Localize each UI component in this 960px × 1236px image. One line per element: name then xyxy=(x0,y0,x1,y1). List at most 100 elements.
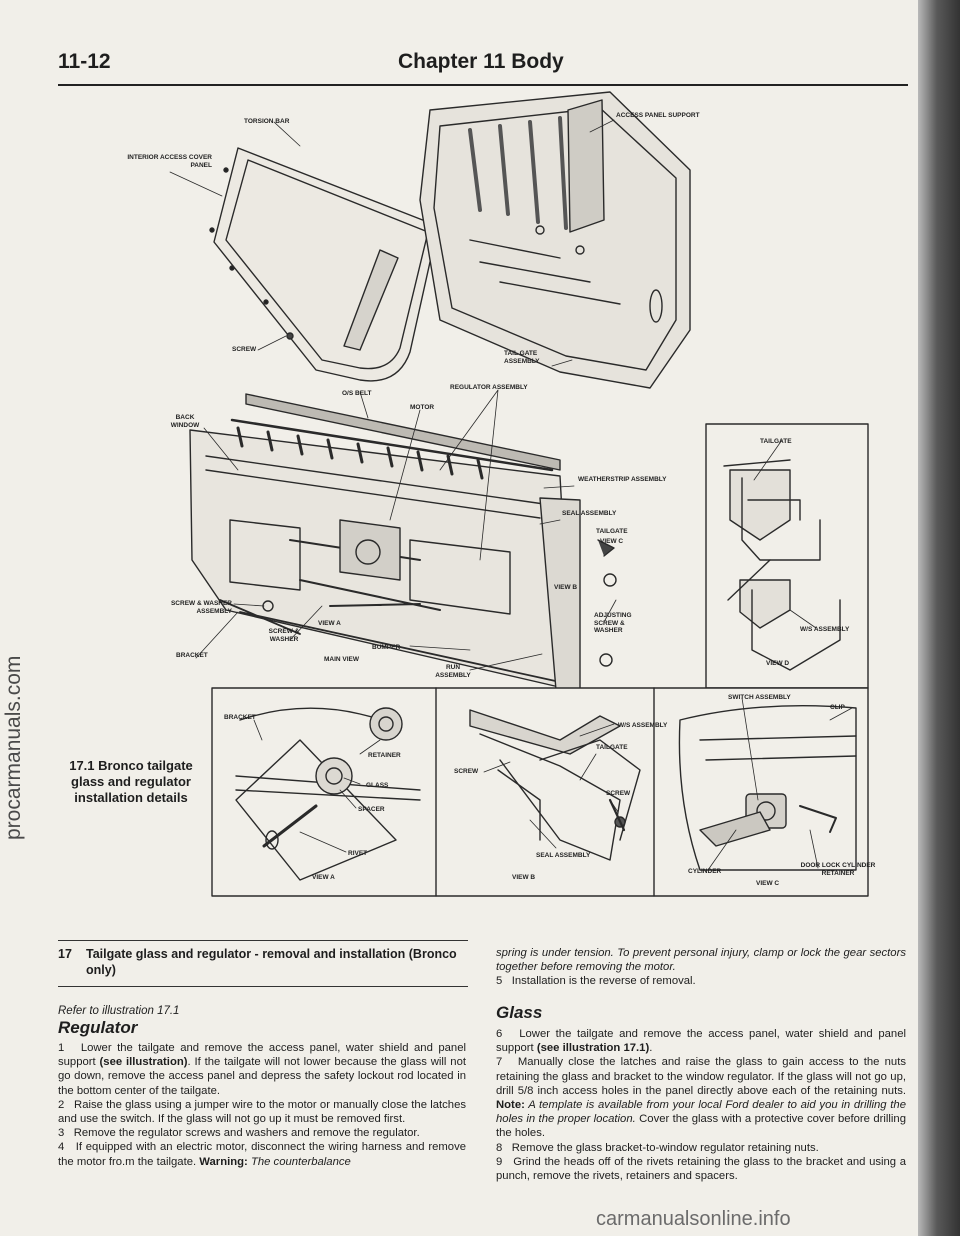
chapter-title: Chapter 11 Body xyxy=(398,50,564,73)
step-text: Remove the glass bracket-to-window regul… xyxy=(511,1141,819,1154)
step-9: 9 Grind the heads off of the rivets reta… xyxy=(496,1155,906,1183)
label-seal-assembly-b: SEAL ASSEMBLY xyxy=(536,852,591,859)
label-screw-b1: SCREW xyxy=(454,768,479,775)
page-number: 11-12 xyxy=(58,50,111,73)
label-view-b: VIEW B xyxy=(512,874,536,881)
step-7: 7 Manually close the latches and raise t… xyxy=(496,1055,906,1140)
label-regulator-assembly: REGULATOR ASSEMBLY xyxy=(450,384,528,391)
tailgate-assembly-drawing xyxy=(419,91,691,389)
label-retainer-a: RETAINER xyxy=(368,752,401,759)
warning-label: Warning: xyxy=(199,1155,248,1168)
label-tailgate-main: TAILGATE xyxy=(596,528,628,535)
view-d-frame xyxy=(705,423,869,689)
note-text: A template is available from your local … xyxy=(496,1099,906,1126)
label-screw-top: SCREW xyxy=(232,346,257,353)
step-number: 4 xyxy=(58,1141,65,1154)
step-2: 2 Raise the glass using a jumper wire to… xyxy=(58,1098,466,1126)
label-rivet-a: RIVET xyxy=(348,850,368,857)
label-tail-gate-assembly: TAIL GATE ASSEMBLY xyxy=(504,350,540,365)
illustration-ref: (see illustration 17.1) xyxy=(536,1042,650,1055)
right-column-top: spring is under tension. To prevent pers… xyxy=(496,946,906,989)
view-c-drawing xyxy=(678,705,857,871)
label-clip: CLIP xyxy=(830,704,845,711)
section-rule-top xyxy=(58,940,468,941)
label-view-a: VIEW A xyxy=(312,874,335,881)
label-os-belt: O/S BELT xyxy=(342,390,372,397)
step-text: Installation is the reverse of removal. xyxy=(511,975,696,988)
label-door-lock-cylinder-retainer: DOOR LOCK CYLINDER RETAINER xyxy=(800,862,876,877)
label-ws-assembly-d: W/S ASSEMBLY xyxy=(800,626,850,633)
label-weatherstrip-assembly: WEATHERSTRIP ASSEMBLY xyxy=(578,476,667,483)
label-access-panel-support: ACCESS PANEL SUPPORT xyxy=(616,112,700,119)
label-main-view: MAIN VIEW xyxy=(324,656,360,663)
label-view-c-ref: VIEW C xyxy=(600,538,624,545)
label-seal-assembly-main: SEAL ASSEMBLY xyxy=(562,510,617,517)
warning-text: The counterbalance xyxy=(247,1155,351,1168)
step-text: . If the tailgate will not lower because… xyxy=(58,1056,466,1097)
label-adjusting-screw-washer: ADJUSTING SCREW & WASHER xyxy=(594,612,632,634)
view-d-drawing xyxy=(723,459,841,671)
section-title: Tailgate glass and regulator - removal a… xyxy=(86,947,457,977)
step-number: 6 xyxy=(496,1028,503,1040)
page-header: 11-12 Chapter 11 Body xyxy=(58,50,910,90)
step-number: 2 xyxy=(58,1098,65,1111)
label-back-window: BACK WINDOW xyxy=(170,414,200,429)
step-text: Lower the tailgate and remove the access… xyxy=(58,1042,467,1069)
label-screw-washer: SCREW & WASHER xyxy=(268,628,300,643)
step-1: 1 Lower the tailgate and remove the acce… xyxy=(58,1041,466,1098)
label-run-assembly: RUN ASSEMBLY xyxy=(435,664,471,679)
label-view-d: VIEW D xyxy=(766,660,790,667)
label-bumper: BUMPER xyxy=(372,644,401,651)
label-motor: MOTOR xyxy=(410,404,435,411)
step-5: 5 Installation is the reverse of removal… xyxy=(496,974,906,988)
label-switch-assembly: SWITCH ASSEMBLY xyxy=(728,694,791,701)
illustration-ref: (see illustration) xyxy=(99,1056,188,1069)
view-b-drawing xyxy=(469,709,641,861)
label-screw-washer-assembly: SCREW & WASHER ASSEMBLY xyxy=(170,600,232,615)
step-text: Lower the tailgate and remove the access… xyxy=(496,1028,907,1055)
step-number: 8 xyxy=(496,1141,503,1154)
step-text: . xyxy=(649,1042,653,1055)
step-4: 4 If equipped with an electric motor, di… xyxy=(58,1140,466,1168)
step-number: 5 xyxy=(496,975,503,988)
step-text: Raise the glass using a jumper wire to t… xyxy=(58,1098,467,1126)
header-rule xyxy=(58,84,908,86)
section-rule-bottom xyxy=(58,986,468,987)
leader-lines xyxy=(169,119,853,871)
label-glass-a: GLASS xyxy=(366,782,389,789)
label-tailgate-b: TAILGATE xyxy=(596,744,628,751)
regulator-heading: Regulator xyxy=(58,1018,138,1037)
label-ws-assembly-b: W/S ASSEMBLY xyxy=(618,722,668,729)
left-column: 1 Lower the tailgate and remove the acce… xyxy=(58,1041,466,1169)
label-bracket-main: BRACKET xyxy=(176,652,208,659)
note-label: Note: xyxy=(496,1099,525,1112)
step-number: 3 xyxy=(58,1127,65,1140)
label-spacer-a: SPACER xyxy=(358,806,385,813)
step-6: 6 Lower the tailgate and remove the acce… xyxy=(496,1027,906,1055)
label-interior-access-cover-panel: INTERIOR ACCESS COVER PANEL xyxy=(127,154,212,169)
label-cylinder: CYLINDER xyxy=(688,868,722,875)
label-tailgate-view-d: TAILGATE xyxy=(760,438,792,445)
step-3: 3 Remove the regulator screws and washer… xyxy=(58,1126,466,1140)
label-torsion-bar: TORSION BAR xyxy=(244,118,290,125)
page-edge-shadow xyxy=(918,0,960,1236)
label-view-c: VIEW C xyxy=(756,880,780,887)
step-number: 1 xyxy=(58,1042,65,1054)
label-screw-b2: SCREW xyxy=(606,790,631,797)
bottom-watermark: carmanualsonline.info xyxy=(596,1208,791,1230)
step-number: 9 xyxy=(496,1155,503,1168)
illustration-reference: Refer to illustration 17.1 xyxy=(58,1005,180,1017)
figure-caption: 17.1 Bronco tailgate glass and regulator… xyxy=(69,758,193,805)
subviews-frame xyxy=(211,687,869,897)
view-a-drawing xyxy=(235,707,421,881)
warning-continued: spring is under tension. To prevent pers… xyxy=(496,947,906,974)
step-text: Manually close the latches and raise the… xyxy=(496,1056,906,1097)
step-text: Grind the heads off of the rivets retain… xyxy=(496,1155,906,1183)
label-view-a-ref: VIEW A xyxy=(318,620,341,627)
glass-heading: Glass xyxy=(496,1003,543,1022)
interior-access-cover-panel-drawing xyxy=(209,147,439,382)
step-8: 8 Remove the glass bracket-to-window reg… xyxy=(496,1141,906,1155)
main-view-tailgate-drawing xyxy=(189,393,617,691)
label-bracket-a: BRACKET xyxy=(224,714,256,721)
